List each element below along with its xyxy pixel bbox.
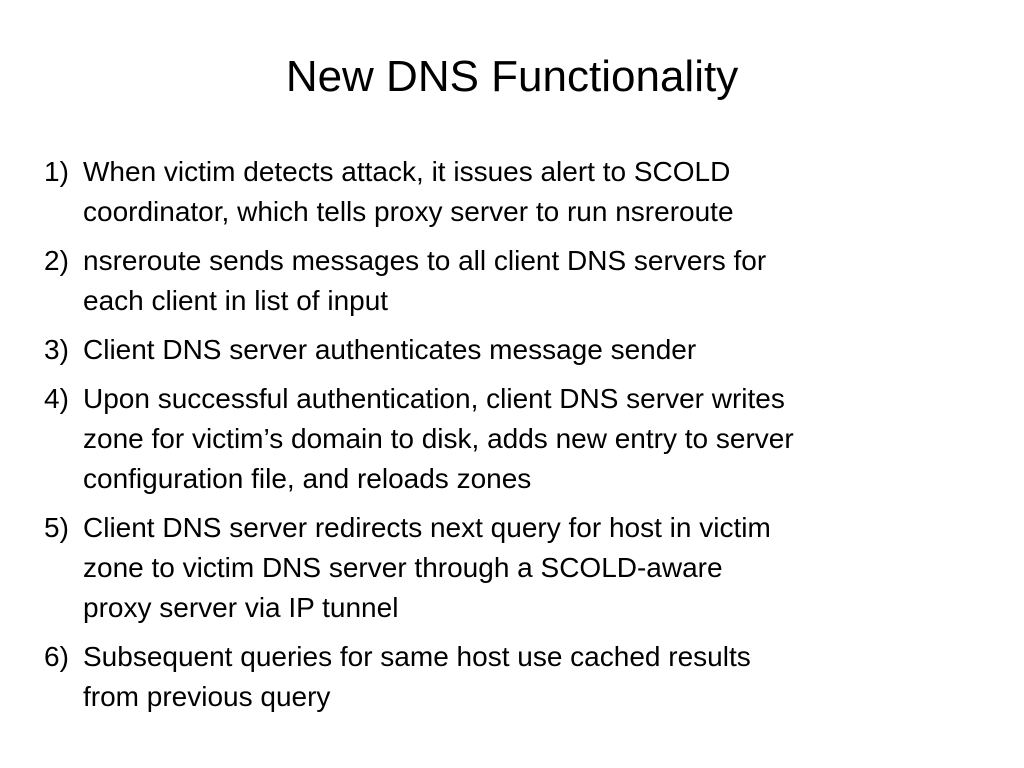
item-number: 6) <box>44 641 69 672</box>
list-item: 4) Upon successful authentication, clien… <box>44 379 984 499</box>
item-text-line: zone to victim DNS server through a SCOL… <box>83 552 723 583</box>
item-text-line: configuration file, and reloads zones <box>83 463 532 494</box>
item-text: Client DNS server redirects next query f… <box>83 508 984 628</box>
item-text-line: proxy server via IP tunnel <box>83 592 399 623</box>
item-text: Upon successful authentication, client D… <box>83 379 984 499</box>
item-text-line: Client DNS server redirects next query f… <box>83 512 771 543</box>
item-text-line: each client in list of input <box>83 285 389 316</box>
item-number: 2) <box>44 245 69 276</box>
item-text: nsreroute sends messages to all client D… <box>83 241 984 321</box>
item-text: When victim detects attack, it issues al… <box>83 152 984 232</box>
item-number: 1) <box>44 156 69 187</box>
item-text-line: zone for victim’s domain to disk, adds n… <box>83 423 794 454</box>
slide-title: New DNS Functionality <box>285 52 739 101</box>
item-text-line: nsreroute sends messages to all client D… <box>83 245 767 276</box>
numbered-list: 1) When victim detects attack, it issues… <box>44 152 984 726</box>
item-text-line: Upon successful authentication, client D… <box>83 383 785 414</box>
item-text: Subsequent queries for same host use cac… <box>83 637 984 717</box>
item-number: 4) <box>44 383 69 414</box>
item-text-line: Client DNS server authenticates message … <box>83 334 697 365</box>
item-text-line: coordinator, which tells proxy server to… <box>83 196 734 227</box>
list-item: 5) Client DNS server redirects next quer… <box>44 508 984 628</box>
item-number: 3) <box>44 334 69 365</box>
item-text-line: When victim detects attack, it issues al… <box>83 156 731 187</box>
list-item: 1) When victim detects attack, it issues… <box>44 152 984 232</box>
list-item: 3) Client DNS server authenticates messa… <box>44 330 984 370</box>
item-text-line: Subsequent queries for same host use cac… <box>83 641 751 672</box>
list-item: 2) nsreroute sends messages to all clien… <box>44 241 984 321</box>
item-text-line: from previous query <box>83 681 331 712</box>
item-number: 5) <box>44 512 69 543</box>
list-item: 6) Subsequent queries for same host use … <box>44 637 984 717</box>
item-text: Client DNS server authenticates message … <box>83 330 984 370</box>
